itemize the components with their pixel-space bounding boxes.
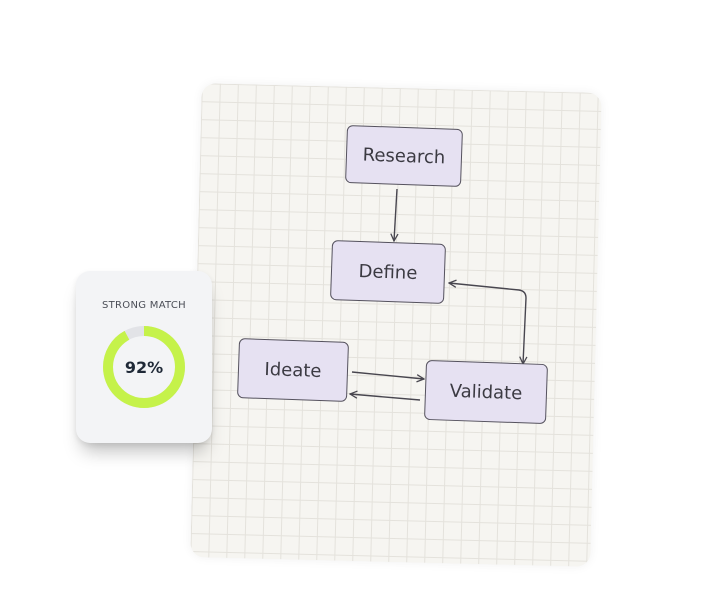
node-validate[interactable]: Validate (423, 359, 549, 425)
match-percentage: 92% (124, 357, 164, 377)
edge-validate-ideate (350, 394, 421, 401)
node-ideate-label: Ideate (264, 358, 322, 382)
edge-ideate-validate (351, 371, 424, 379)
match-label: STRONG MATCH (101, 300, 186, 311)
ring-fill (103, 326, 185, 408)
node-define-label: Define (358, 260, 418, 284)
match-progress-ring (98, 321, 190, 413)
node-validate-label: Validate (449, 380, 523, 404)
edge-define-validate (449, 283, 526, 364)
edge-research-define (394, 188, 397, 241)
node-research-label: Research (362, 144, 446, 168)
node-ideate[interactable]: Ideate (236, 338, 350, 402)
match-score-card: STRONG MATCH 92% (76, 271, 212, 443)
node-research[interactable]: Research (345, 124, 463, 188)
node-define[interactable]: Define (329, 240, 447, 304)
